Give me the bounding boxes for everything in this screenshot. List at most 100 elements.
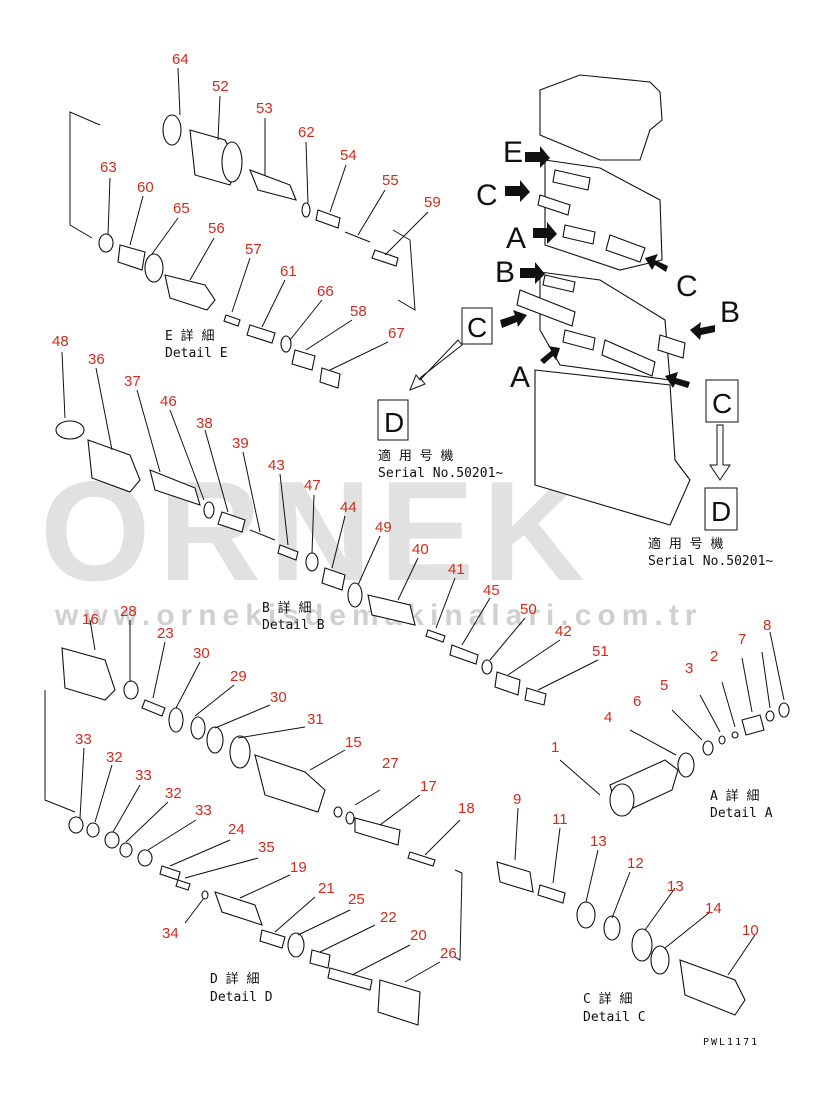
part-label-8: 8	[763, 617, 771, 634]
box-d-left	[377, 399, 409, 441]
part-label-5: 5	[660, 677, 668, 694]
arrow-a-upper	[533, 222, 557, 244]
part-label-37: 37	[124, 373, 141, 390]
part-label-59: 59	[424, 194, 441, 211]
part-label-15: 15	[345, 734, 362, 751]
part-label-14: 14	[705, 900, 722, 917]
detail-a-group	[559, 631, 790, 817]
part-label-38: 38	[196, 415, 213, 432]
plug-16	[61, 647, 116, 701]
box-letter-c-left: C	[467, 312, 487, 343]
valve-assembly	[377, 74, 739, 531]
part-label-20: 20	[410, 927, 427, 944]
spool-9	[496, 861, 534, 893]
view-letter-c-right: C	[676, 270, 698, 303]
arrow-b-right	[690, 322, 715, 340]
part-label-41: 41	[448, 561, 465, 578]
part-label-63: 63	[100, 159, 117, 176]
part-label-36: 36	[88, 351, 105, 368]
part-label-2: 2	[710, 648, 718, 665]
valve-19	[214, 891, 263, 926]
part-number-labels: 64 52 53 62 54 55 59 63 60 65 56 57 61 6…	[52, 51, 771, 962]
valve-56	[164, 274, 216, 311]
box-d-right	[704, 487, 738, 531]
caption-serial-jp-left: 適 用 号 機	[378, 448, 453, 464]
part-label-4: 4	[604, 709, 612, 726]
valve-cover	[539, 74, 663, 161]
part-label-66: 66	[317, 283, 334, 300]
caption-detail-c-en: Detail C	[583, 1010, 646, 1025]
part-label-45: 45	[483, 582, 500, 599]
arrow-c-to-d-left	[409, 339, 463, 391]
part-label-30: 30	[193, 645, 210, 662]
part-label-11: 11	[552, 811, 568, 828]
part-label-55: 55	[382, 172, 399, 189]
part-label-3: 3	[685, 660, 693, 677]
o-ring-64	[162, 114, 182, 146]
valve-15	[254, 754, 326, 813]
view-letter-a-lower: A	[510, 361, 530, 394]
part-label-19: 19	[290, 859, 307, 876]
arrow-c-right	[645, 254, 668, 272]
caption-detail-b-en: Detail B	[262, 618, 325, 633]
arrow-e	[525, 146, 550, 168]
caption-detail-e-jp: E 詳 細	[165, 328, 214, 344]
caption-serial-en-right: Serial No.50201~	[648, 554, 773, 569]
part-label-50: 50	[520, 601, 537, 618]
part-label-58: 58	[350, 303, 367, 320]
caption-serial-jp-right: 適 用 号 機	[648, 536, 723, 552]
spool-53	[249, 169, 297, 201]
caption-detail-c-jp: C 詳 細	[583, 991, 632, 1007]
part-label-24: 24	[228, 821, 245, 838]
part-label-33-c: 33	[195, 802, 212, 819]
caption-detail-d-en: Detail D	[210, 990, 273, 1005]
part-label-22: 22	[380, 909, 397, 926]
box-letter-d-right: D	[711, 496, 731, 527]
part-label-32-b: 32	[165, 785, 182, 802]
part-label-28: 28	[120, 603, 137, 620]
caption-detail-e-en: Detail E	[165, 346, 228, 361]
part-label-21: 21	[318, 880, 335, 897]
part-label-16: 16	[82, 611, 99, 628]
part-label-43: 43	[268, 457, 285, 474]
part-label-1: 1	[551, 739, 559, 756]
box-letter-c-right: C	[712, 388, 732, 419]
caption-serial-en-left: Serial No.50201~	[378, 466, 503, 481]
view-letter-a-upper: A	[506, 222, 526, 255]
part-label-53: 53	[256, 100, 273, 117]
part-label-44: 44	[340, 499, 357, 516]
part-label-67: 67	[388, 325, 405, 342]
drawing-code: PWL1171	[703, 1037, 759, 1048]
caption-detail-a-jp: A 詳 細	[710, 788, 759, 804]
arrow-c-to-d-right	[709, 424, 731, 481]
view-letter-b-right: B	[720, 296, 740, 329]
part-label-51: 51	[592, 643, 609, 660]
part-label-42: 42	[555, 623, 572, 640]
valve-body	[534, 369, 691, 526]
part-label-13-a: 13	[590, 833, 607, 850]
part-label-13-b: 13	[667, 878, 684, 895]
part-label-25: 25	[348, 891, 365, 908]
part-label-48: 48	[52, 333, 69, 350]
part-label-65: 65	[173, 200, 190, 217]
plug-26	[377, 979, 421, 1026]
part-label-52: 52	[212, 78, 229, 95]
spool-37	[149, 469, 201, 506]
arrow-b-upper	[520, 262, 545, 284]
detail-c-group	[496, 807, 756, 1016]
part-label-54: 54	[340, 147, 357, 164]
detail-b-group	[55, 351, 599, 706]
detail-captions: E 詳 細 Detail E B 詳 細 Detail B A 詳 細 Deta…	[165, 328, 773, 1048]
part-label-39: 39	[232, 435, 249, 452]
caption-detail-d-jp: D 詳 細	[210, 971, 259, 987]
part-label-49: 49	[375, 519, 392, 536]
part-label-9: 9	[513, 791, 521, 808]
detail-e-group	[69, 67, 429, 389]
plug-36	[87, 439, 141, 493]
part-label-56: 56	[208, 220, 225, 237]
part-label-47: 47	[304, 477, 321, 494]
part-label-30-second: 30	[270, 689, 287, 706]
valve-40	[367, 594, 416, 626]
valve-section-upper	[544, 159, 663, 271]
